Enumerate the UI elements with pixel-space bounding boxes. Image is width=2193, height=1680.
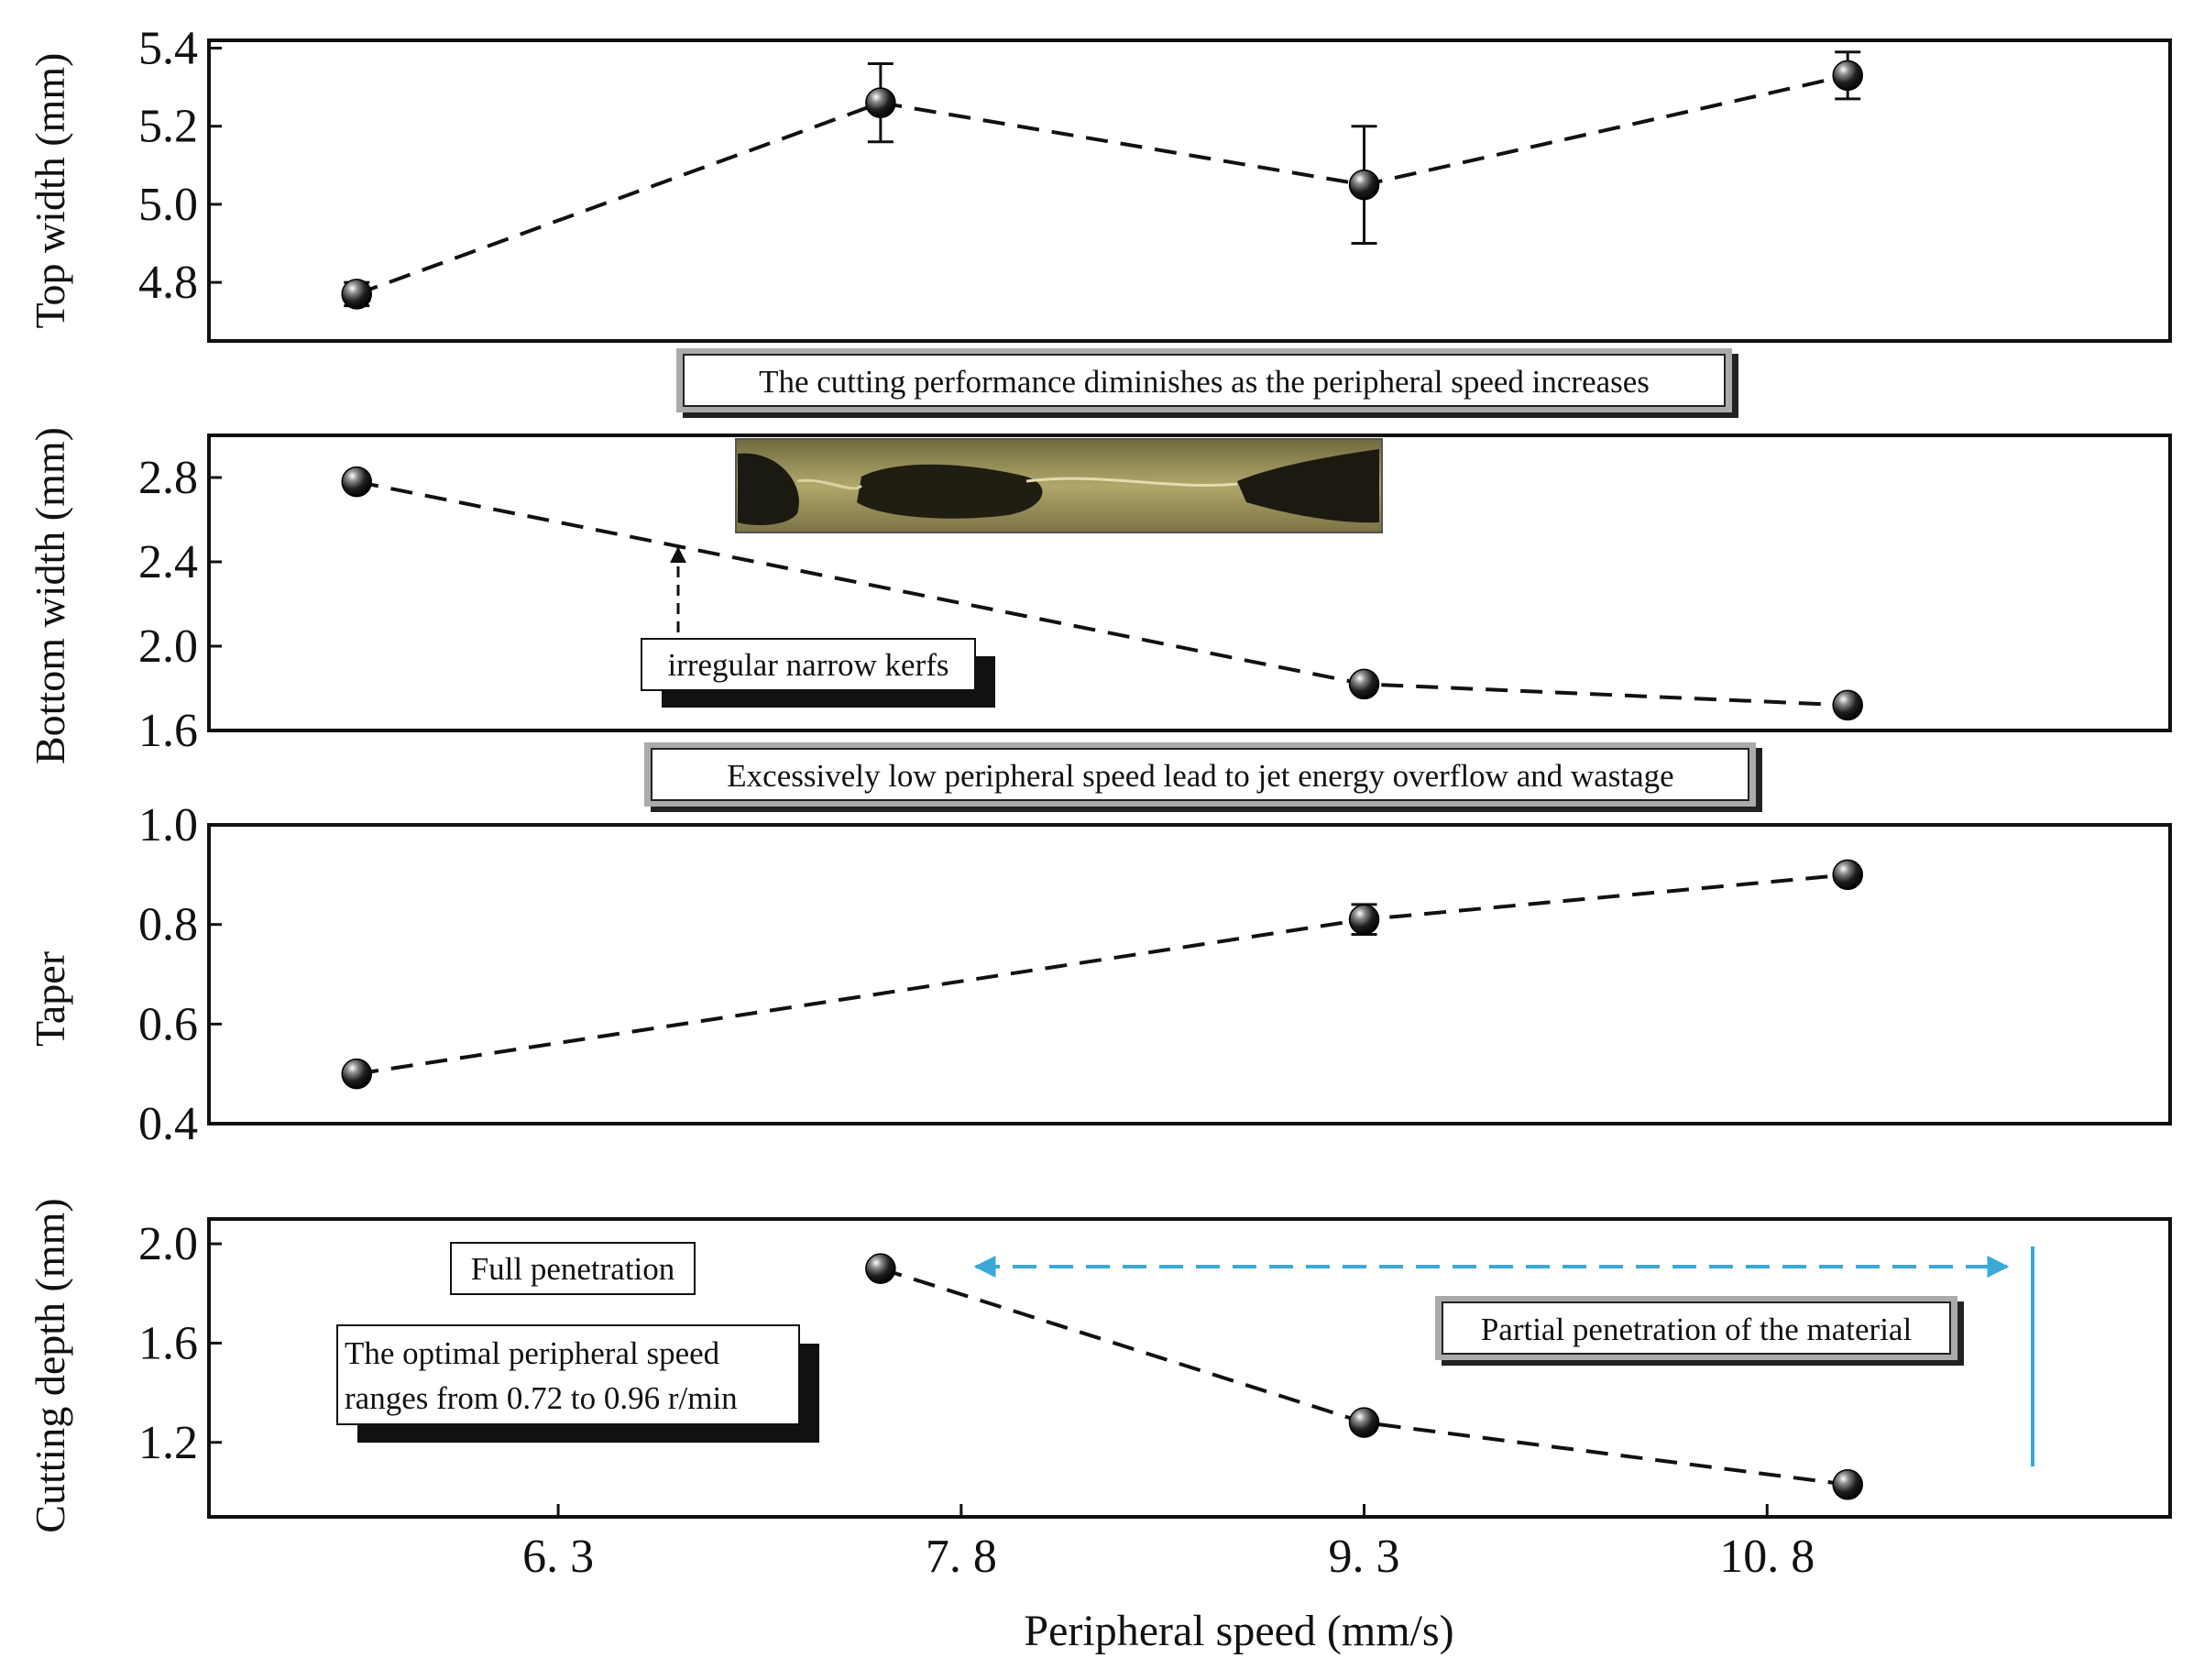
data-point-taper	[1832, 859, 1863, 891]
ytick-label-cutting-depth: 2.0	[138, 1218, 198, 1270]
optimal-speed-line1: The optimal peripheral speed	[345, 1335, 720, 1371]
kerf-label: irregular narrow kerfs	[667, 647, 948, 683]
kerf-annotation: irregular narrow kerfs	[641, 546, 995, 708]
ytick-label-cutting-depth: 1.6	[138, 1317, 198, 1369]
ytick-label-top-width: 4.8	[138, 257, 198, 309]
data-point-bottom-width	[1832, 689, 1863, 721]
xtick-label: 7. 8	[926, 1531, 997, 1583]
xtick-label: 6. 3	[522, 1531, 594, 1583]
data-point-taper	[1348, 904, 1380, 935]
ytick-label-taper: 1.0	[138, 799, 198, 851]
data-point-top-width	[1348, 169, 1380, 201]
full-penetration-box: Full penetration	[450, 1242, 696, 1295]
optimal-speed-line2: ranges from 0.72 to 0.96 r/min	[345, 1380, 738, 1416]
ytick-label-bottom-width: 1.6	[138, 705, 198, 757]
panel-frame-cutting-depth	[207, 1217, 2172, 1519]
data-point-cutting-depth	[1348, 1407, 1380, 1438]
ytick-label-top-width: 5.4	[138, 23, 198, 75]
xtick-label: 9. 3	[1329, 1531, 1400, 1583]
data-point-cutting-depth	[865, 1253, 896, 1284]
ytick-label-bottom-width: 2.0	[138, 620, 198, 673]
data-point-cutting-depth	[1832, 1469, 1863, 1500]
data-point-taper	[341, 1058, 372, 1090]
ytick-label-cutting-depth: 1.2	[138, 1417, 198, 1469]
banner-top-text: The cutting performance diminishes as th…	[759, 364, 1650, 400]
ytick-label-taper: 0.8	[138, 899, 198, 951]
partial-penetration-label: Partial penetration of the material	[1481, 1312, 1913, 1347]
kerf-photo	[735, 438, 1383, 533]
ytick-label-bottom-width: 2.8	[138, 452, 198, 504]
full-penetration-label: Full penetration	[471, 1251, 675, 1287]
data-point-top-width	[865, 87, 896, 118]
panel-frame-taper	[207, 823, 2172, 1125]
optimal-speed-box: The optimal peripheral speed ranges from…	[336, 1324, 819, 1443]
plot-layer: 4.8 5.0 5.2 5.4 1.6 2.0 2.4 2.8 0.4 0.6 0.8 1.0 1.2 1…	[138, 23, 1863, 1583]
ytick-label-taper: 0.6	[138, 998, 198, 1050]
ylabel-taper: Taper	[27, 951, 73, 1047]
banner-top: The cutting performance diminishes as th…	[676, 348, 1738, 418]
data-point-bottom-width	[341, 466, 372, 498]
partial-penetration-box: Partial penetration of the material	[1435, 1296, 1964, 1366]
ytick-label-bottom-width: 2.4	[138, 536, 198, 588]
data-point-bottom-width	[1348, 668, 1380, 700]
data-point-top-width	[1832, 60, 1863, 92]
series-line-taper	[356, 873, 1848, 1076]
panel-frame-top-width	[207, 38, 2172, 343]
panel-frame-bottom-width	[207, 434, 2172, 732]
banner-middle-text: Excessively low peripheral speed lead to…	[727, 758, 1673, 794]
xtick-label: 10. 8	[1719, 1531, 1815, 1583]
ylabel-top-width: Top width (mm)	[27, 53, 73, 329]
ylabel-cutting-depth: Cutting depth (mm)	[27, 1198, 73, 1532]
xlabel: Peripheral speed (mm/s)	[1024, 1607, 1453, 1655]
ytick-label-top-width: 5.2	[138, 101, 198, 153]
ylabel-bottom-width: Bottom width (mm)	[27, 427, 73, 764]
ytick-label-top-width: 5.0	[138, 179, 198, 231]
series-line-top-width	[356, 73, 1848, 296]
ytick-label-taper: 0.4	[138, 1098, 198, 1150]
banner-middle: Excessively low peripheral speed lead to…	[644, 742, 1762, 812]
data-point-top-width	[341, 279, 372, 310]
